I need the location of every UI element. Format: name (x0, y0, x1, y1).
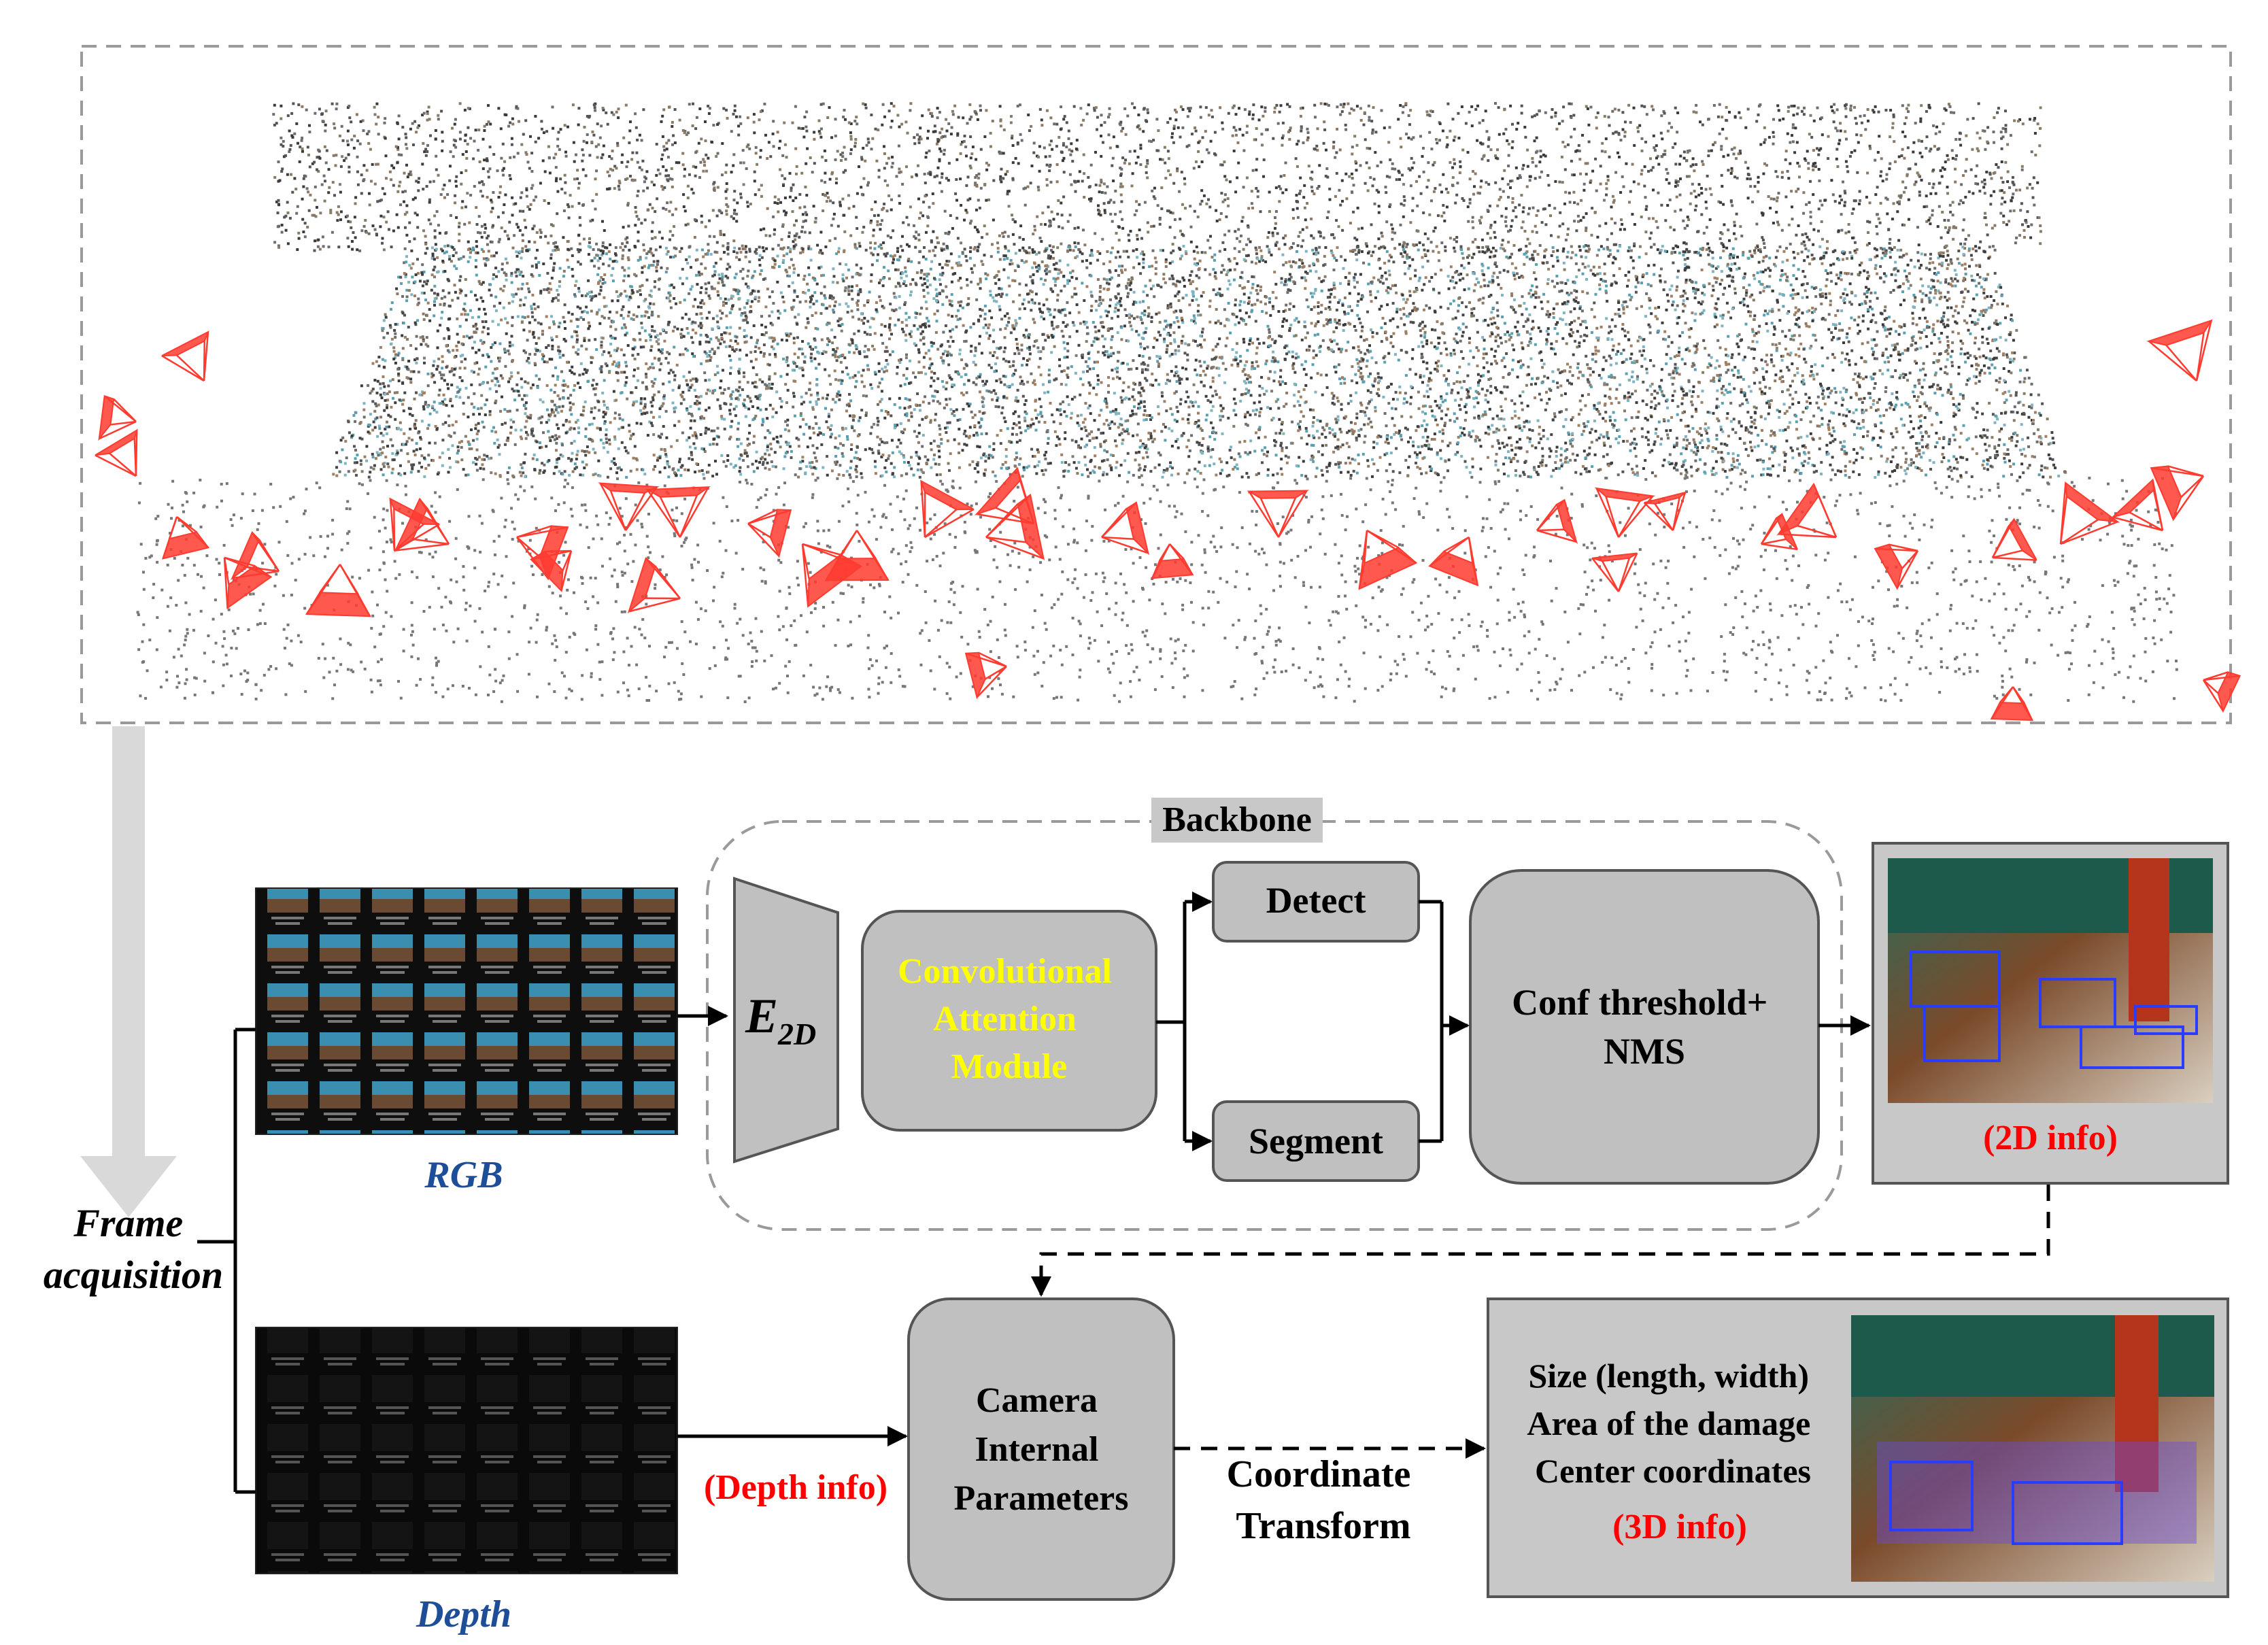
rgb-caption: RGB (424, 1154, 503, 1196)
point-cloud-panel (80, 45, 2241, 724)
detect-label: Detect (1266, 880, 1366, 921)
backbone-label-bg (1151, 798, 1323, 843)
output-3d-text: Size (length, width) Area of the damage … (1527, 1357, 1819, 1490)
segment-label: Segment (1249, 1121, 1383, 1161)
point-cloud-frame (80, 45, 2232, 724)
conf-nms-label: Conf threshold+ NMS (1512, 982, 1777, 1072)
dashed-connectors (1031, 1185, 2050, 1459)
frame-acquisition-bracket (197, 1028, 256, 1494)
rgb-frames-grid (255, 887, 678, 1135)
conf-nms-box (1469, 869, 1820, 1185)
backbone-label: Backbone (1162, 800, 1312, 839)
coordinate-transform-label: Coordinate Transform (1227, 1453, 1421, 1547)
depth-caption: Depth (416, 1593, 511, 1635)
info-2d-label: (2D info) (1983, 1119, 2118, 1157)
encoder-2d-block (733, 877, 839, 1164)
depth-frames-grid (255, 1327, 678, 1574)
frame-acquisition-label: Frame acquisition (44, 1201, 223, 1297)
info-3d-label: (3D info) (1612, 1508, 1747, 1546)
encoder-2d-label: E2D (745, 989, 816, 1051)
camera-poses (95, 319, 2241, 722)
point-cloud-points (136, 102, 2178, 703)
camera-internal-params-label: Camera Internal Parameters (954, 1381, 1129, 1518)
output-2d-panel: (2D info) (1872, 842, 2229, 1185)
depth-info-label: (Depth info) (704, 1468, 887, 1507)
output-3d-panel: Size (length, width) Area of the damage … (1487, 1298, 2229, 1598)
connectors (677, 892, 1871, 1446)
conv-attention-module-label: Convolutional Attention Module (898, 952, 1121, 1086)
frame-acquisition-arrow (80, 726, 177, 1217)
